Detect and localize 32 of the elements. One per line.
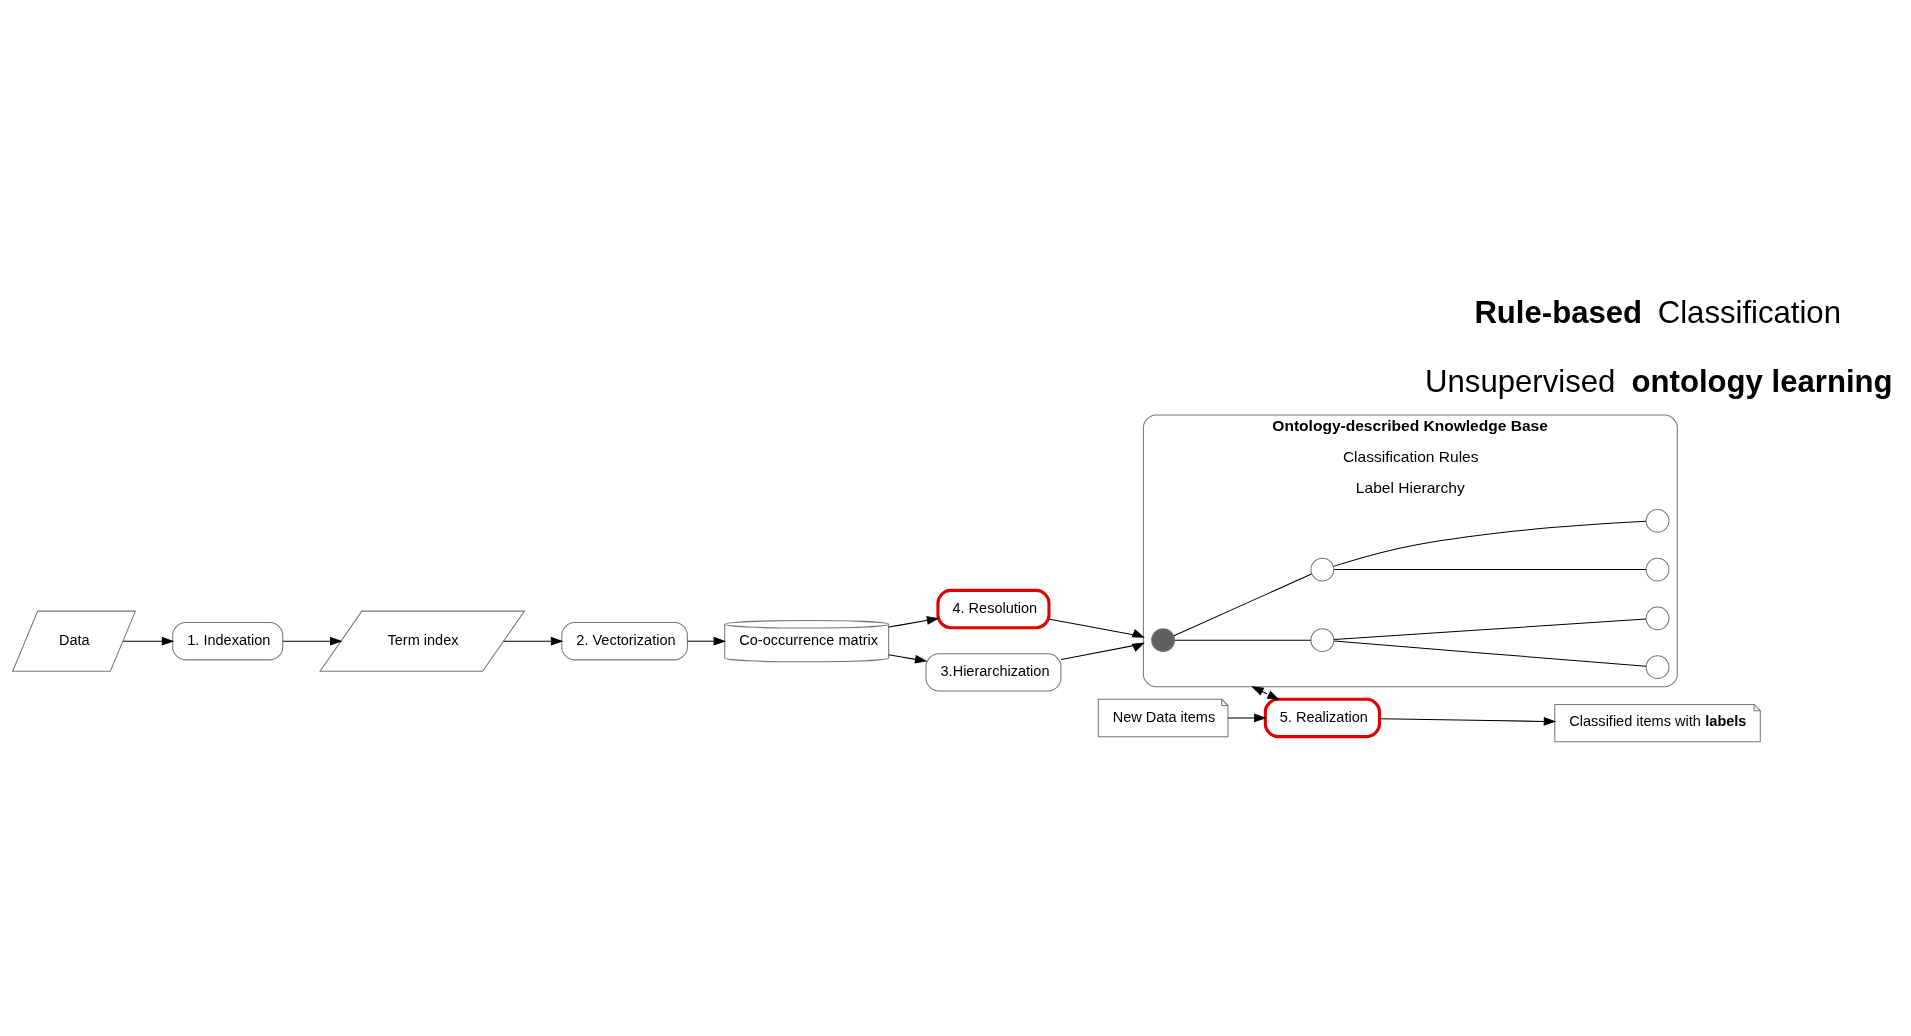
arrow [888,653,928,664]
connector [1173,573,1313,636]
node-box: 1. Indexation [172,621,284,660]
connector [1333,568,1647,570]
label: Unsupervised ontology learning [1425,363,1893,399]
cluster: Ontology-described Knowledge Base Classification Rules Label Hierarchy [1142,414,1678,687]
arrow [122,636,175,646]
node-box: 3.Hierarchization [925,652,1062,692]
arrow [687,636,727,646]
arrow [888,615,940,628]
arrow [503,636,564,646]
connector [1333,640,1647,667]
arrow [1251,685,1280,700]
node-box: 5. Realization [1263,697,1381,738]
node-circle [1645,654,1670,679]
connector [1332,520,1647,567]
label: Rule-based Classification [1474,294,1841,330]
node-circle [1645,557,1670,582]
node-box: 2. Vectorization [561,621,688,660]
arrow [1060,642,1145,660]
node-box: 4. Resolution [936,588,1051,629]
arrow [1379,716,1557,726]
arrow [1048,618,1145,638]
node-circle [1151,627,1176,652]
node-circle [1310,627,1335,652]
node-circle [1645,508,1670,533]
node-circle [1645,605,1670,630]
connector [1174,639,1312,641]
arrow [282,636,343,646]
arrow [1227,713,1267,722]
node-circle [1310,557,1335,582]
connector [1333,618,1647,640]
